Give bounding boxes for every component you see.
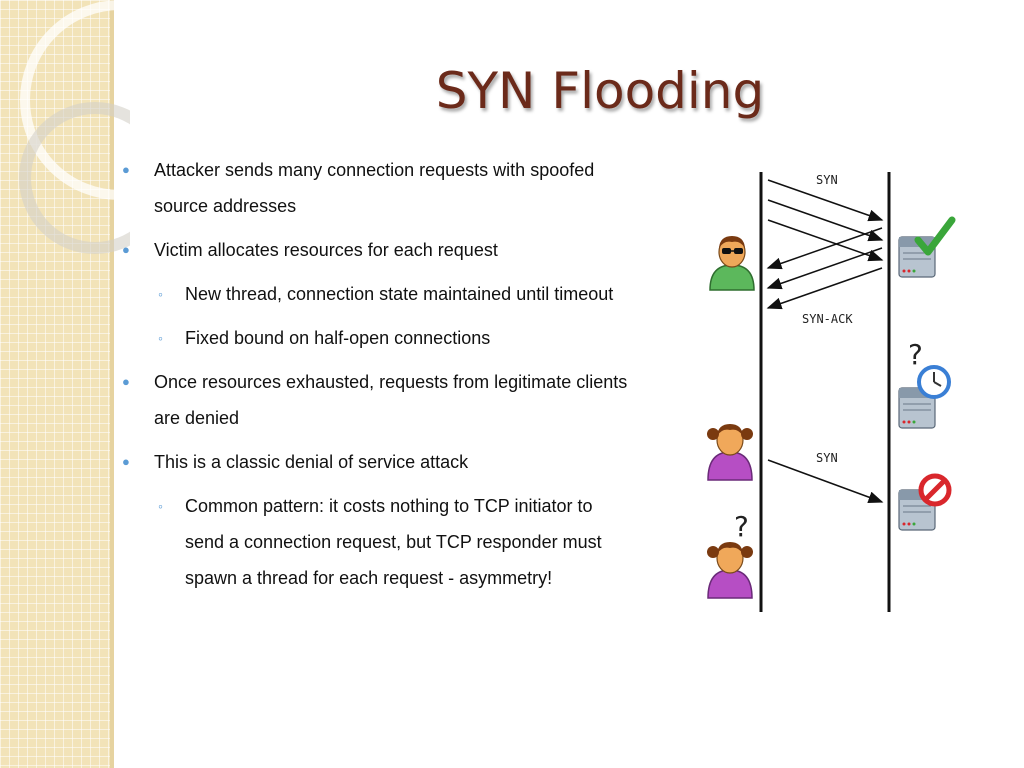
bullet-marker: ● (122, 242, 130, 257)
sub-bullet-item: ◦ New thread, connection state maintaine… (118, 276, 688, 312)
server-question-mark: ? (908, 338, 923, 371)
bullet-line: send a connection request, but TCP respo… (185, 532, 602, 552)
decorative-side-strip (0, 0, 114, 768)
bullet-item: ● Attacker sends many connection request… (118, 152, 688, 224)
synack-arrow (766, 267, 883, 310)
bullet-line: Common pattern: it costs nothing to TCP … (185, 496, 593, 516)
sub-bullet-marker: ◦ (158, 330, 163, 346)
deco-ring-large (20, 0, 130, 200)
bullet-line: New thread, connection state maintained … (185, 284, 614, 304)
deny-icon (918, 473, 952, 507)
client-question-mark: ? (734, 510, 749, 543)
sub-bullet-marker: ◦ (158, 286, 163, 302)
check-icon (914, 216, 956, 256)
bullet-line: Once resources exhausted, requests from … (154, 372, 628, 392)
synack-arrow (766, 227, 883, 270)
synack-arrow (766, 247, 883, 290)
bullet-line: Attacker sends many connection requests … (154, 160, 595, 180)
syn-label-top: SYN (816, 173, 838, 187)
sub-bullet-item: ◦ Fixed bound on half-open connections (118, 320, 688, 356)
attacker-icon (709, 236, 755, 291)
bullet-line: spawn a thread for each request - asymme… (185, 568, 553, 588)
bullet-marker: ● (122, 374, 130, 389)
bullet-line: Victim allocates resources for each requ… (154, 240, 498, 260)
bullet-line: source addresses (154, 196, 297, 216)
bullet-line: This is a classic denial of service atta… (154, 452, 469, 472)
decorative-rings (19, 0, 130, 254)
decorative-side-edge (110, 0, 114, 768)
syn-flood-diagram: SYN SYN-ACK SYN ? (707, 172, 956, 612)
clock-icon (917, 365, 951, 399)
syn-arrow (767, 219, 884, 262)
legit-syn-arrow (767, 459, 884, 503)
deco-ring-small (19, 102, 130, 254)
bullet-marker: ● (122, 454, 130, 469)
syn-arrow (767, 179, 884, 222)
bullet-item: ● This is a classic denial of service at… (118, 444, 688, 480)
bullet-line: are denied (154, 408, 240, 428)
bullet-marker: ● (122, 162, 130, 177)
syn-arrow (767, 199, 884, 242)
synack-label: SYN-ACK (802, 312, 853, 326)
sub-bullet-marker: ◦ (158, 498, 163, 514)
sub-bullet-item: ◦ Common pattern: it costs nothing to TC… (118, 488, 688, 596)
bullet-line: Fixed bound on half-open connections (185, 328, 491, 348)
slide-title: SYN Flooding (435, 62, 765, 120)
bullet-item: ● Once resources exhausted, requests fro… (118, 364, 688, 436)
syn-label-bottom: SYN (816, 451, 838, 465)
legit-client-icon (707, 424, 753, 481)
confused-client-icon (707, 542, 753, 599)
bullet-list: ● Attacker sends many connection request… (118, 152, 688, 596)
bullet-item: ● Victim allocates resources for each re… (118, 232, 688, 268)
server-busy-icon (898, 387, 936, 429)
